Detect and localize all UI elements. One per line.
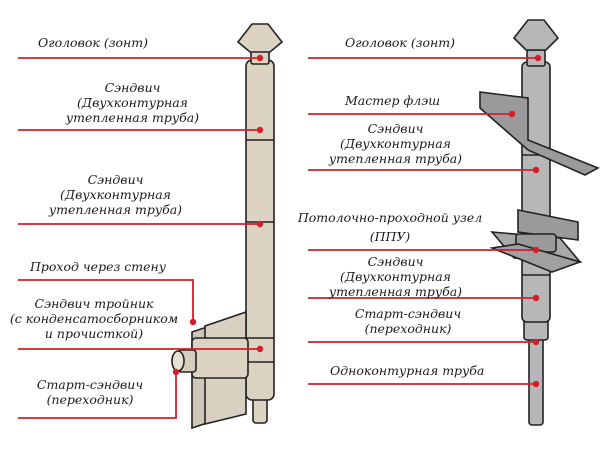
dot-left-sandwich2: [256, 220, 264, 228]
label-right-flash: Мастер флэш: [345, 93, 441, 108]
left-start-opening: [171, 350, 185, 372]
right-ceiling-plate-top: [517, 209, 579, 241]
dot-left-tee: [256, 345, 264, 353]
label-left-sandwich1: Сэндвич (Двухконтурная утепленная труба): [65, 80, 200, 125]
dot-right-sandwich2: [532, 294, 540, 302]
label-right-sandwich2: Сэндвич (Двухконтурная утепленная труба): [328, 254, 463, 299]
dot-right-cap: [534, 54, 542, 62]
label-left-sandwich2: Сэндвич (Двухконтурная утепленная труба): [48, 172, 183, 217]
leader-left-start: [18, 372, 177, 419]
right-ceiling-plate-bottom: [488, 243, 583, 273]
dot-right-single: [532, 380, 540, 388]
label-left-tee: Сэндвич тройник (с конденсатосборником и…: [9, 296, 179, 341]
left-tee-branch: [191, 337, 249, 379]
label-right-sandwich1: Сэндвич (Двухконтурная утепленная труба): [328, 121, 463, 166]
dot-left-wall: [189, 318, 197, 326]
dot-right-sandwich1: [532, 166, 540, 174]
leader-dots: [172, 54, 542, 388]
dot-right-ceiling: [532, 246, 540, 254]
leader-lines: [18, 57, 538, 419]
label-right-ceiling: Потолочно-проходной узел (ППУ): [297, 210, 483, 244]
right-cap-umbrella: [512, 19, 560, 51]
dot-left-start: [172, 368, 180, 376]
label-right-start: Старт-сэндвич (переходник): [354, 306, 462, 336]
label-right-single: Одноконтурная труба: [330, 363, 485, 378]
left-cap-umbrella: [236, 23, 284, 53]
dot-right-flash: [508, 110, 516, 118]
label-left-cap: Оголовок (зонт): [38, 35, 148, 50]
left-chimney: [171, 23, 284, 430]
label-right-cap: Оголовок (зонт): [345, 35, 455, 50]
dot-left-sandwich1: [256, 126, 264, 134]
right-chimney: [479, 19, 600, 426]
label-left-start: Старт-сэндвич (переходник): [36, 377, 144, 407]
label-left-wall: Проход через стену: [30, 259, 166, 274]
right-single-wall-pipe: [528, 334, 544, 426]
leader-left-wall: [18, 279, 194, 322]
dot-right-start: [532, 338, 540, 346]
dot-left-cap: [256, 54, 264, 62]
